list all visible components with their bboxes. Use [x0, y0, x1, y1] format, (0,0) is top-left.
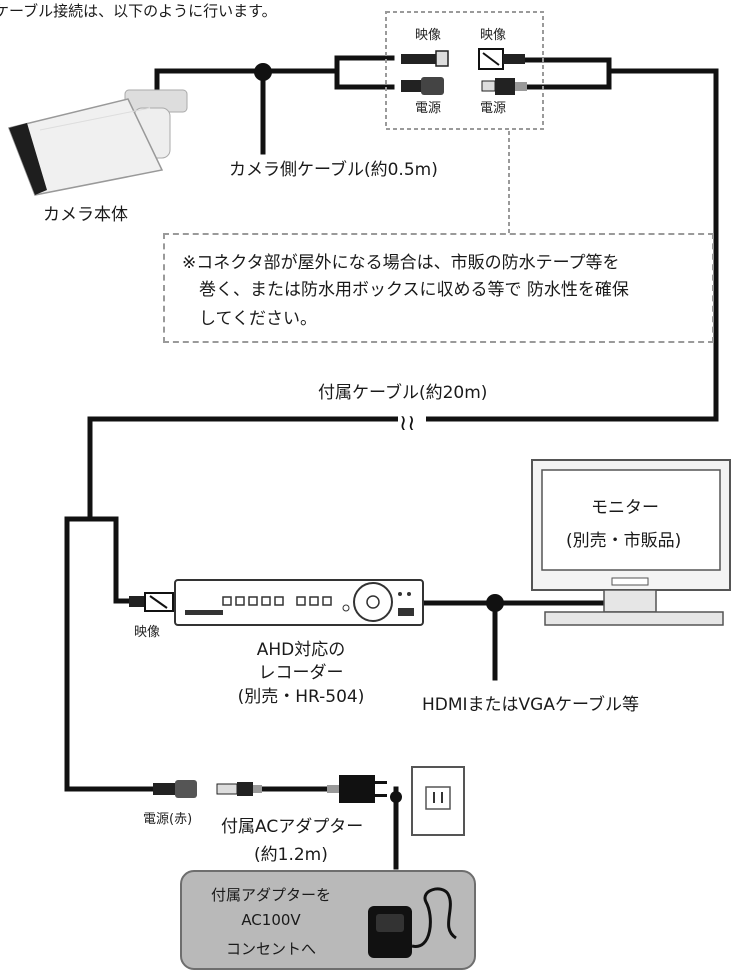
power-jack-right-icon	[481, 78, 527, 95]
connector-box	[385, 11, 544, 130]
monitor-icon	[531, 459, 731, 626]
power-plug-left-icon	[401, 77, 444, 95]
power-label-right: 電源	[480, 101, 507, 116]
recorder-video-label: 映像	[134, 625, 161, 640]
video-label-left: 映像	[415, 28, 442, 43]
video-plug-left-icon	[401, 50, 449, 67]
cable-break	[398, 406, 426, 432]
callout-line-3: コンセントへ	[225, 940, 316, 958]
junction-dot	[486, 594, 504, 612]
bnc-recorder-connector-icon	[129, 592, 174, 612]
note-line-3: してください。	[199, 309, 317, 329]
callout-box	[180, 870, 476, 970]
adapter-photo-icon	[368, 887, 457, 958]
note-box	[163, 233, 714, 343]
dc-plug-icon	[216, 782, 262, 796]
cable-break-icon: ≀≀	[399, 411, 416, 436]
recorder-icon	[174, 579, 424, 626]
adapter-label-2: (約1.2m)	[254, 845, 328, 865]
note-line-1: ※コネクタ部が屋外になる場合は、市販の防水テープ等を	[182, 253, 620, 273]
power-plug-red-icon	[153, 780, 197, 798]
adapter-label-1: 付属ACアダプター	[221, 817, 364, 837]
monitor-sublabel: (別売・市販品)	[566, 531, 682, 551]
camera-body-label: カメラ本体	[43, 205, 128, 225]
callout-line-2: AC100V	[241, 911, 301, 929]
power-red-label: 電源(赤)	[143, 812, 193, 827]
camera-cable-label: カメラ側ケーブル(約0.5m)	[229, 160, 438, 180]
wall-outlet-icon	[411, 766, 465, 836]
junction-dot	[390, 791, 402, 803]
ac-adapter-icon	[327, 775, 387, 803]
power-label-left: 電源	[415, 101, 442, 116]
main-cable-label: 付属ケーブル(約20m)	[318, 383, 488, 403]
video-label-right: 映像	[480, 28, 507, 43]
recorder-label-3: (別売・HR-504)	[237, 687, 365, 707]
intro-text: ケーブル接続は、以下のように行います。	[0, 2, 277, 20]
junction-dot	[254, 63, 272, 81]
note-line-2: 巻く、または防水用ボックスに収める等で 防水性を確保	[199, 280, 629, 300]
hdmi-cable-label: HDMIまたはVGAケーブル等	[422, 695, 639, 715]
recorder-label-2: レコーダー	[258, 663, 344, 683]
callout-line-1: 付属アダプターを	[210, 886, 331, 904]
monitor-label: モニター	[591, 498, 659, 518]
recorder-label-1: AHD対応の	[256, 640, 346, 660]
bnc-connector-right-icon	[478, 48, 525, 70]
camera-icon	[7, 89, 188, 196]
